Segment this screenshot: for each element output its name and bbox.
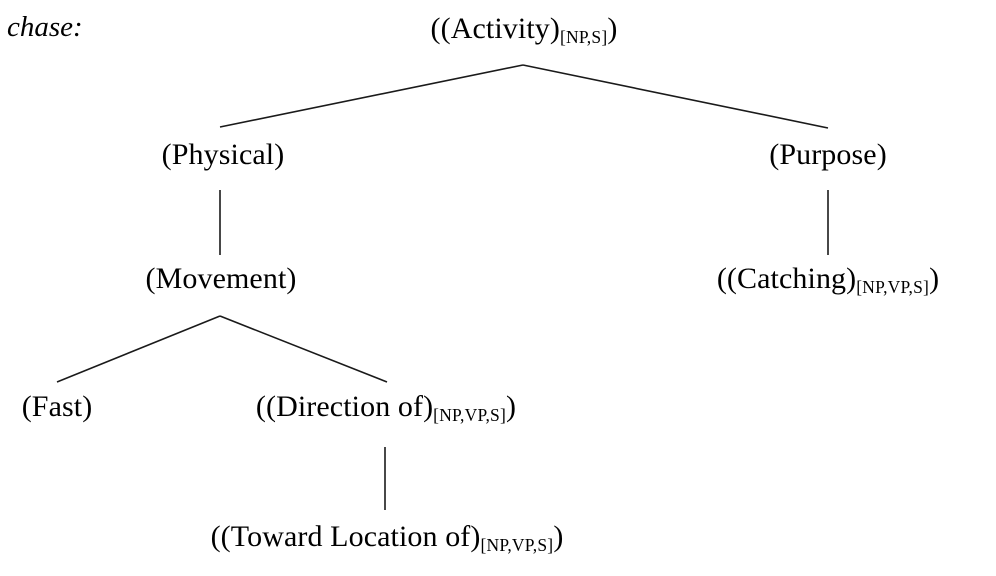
tree-edge-movement-fast [56,315,221,383]
node-close-paren-toward-location-of: ) [553,520,564,553]
node-subscript-toward-location-of: [NP,VP,S] [480,535,554,555]
node-open-paren-fast: ( [21,390,32,423]
node-open-paren-catching: (( [716,262,738,295]
node-label-catching: Catching [737,262,847,295]
tree-node-fast: (Fast) [22,392,93,422]
node-close-paren-direction-of: ) [505,390,517,423]
node-close-paren-fast: ) [82,390,93,423]
node-label-direction-of: Direction of [276,390,424,423]
tree-node-toward-location-of: ((Toward Location of)[NP,VP,S]) [210,520,564,555]
word-gloss-label: chase: [7,11,83,43]
tree-node-movement: (Movement) [146,264,297,294]
node-close-paren-activity: ) [607,12,618,45]
node-label-activity: Activity [450,12,550,45]
node-close-paren-catching: ) [929,262,940,295]
tree-node-purpose: (Purpose) [769,140,887,170]
node-open-paren-purpose: ( [769,138,780,171]
tree-edge-movement-direction [219,315,388,383]
node-open-paren-physical: ( [161,138,172,171]
node-inner-close-paren-toward-location-of: ) [470,520,481,553]
node-label-fast: Fast [31,390,83,423]
tree-node-activity: ((Activity)[NP,S]) [430,12,618,47]
tree-edge-activity-purpose [522,64,829,129]
node-open-paren-movement: ( [145,262,156,295]
node-subscript-activity: [NP,S] [559,27,608,47]
node-subscript-catching: [NP,VP,S] [856,277,930,297]
tree-node-direction-of: ((Direction of)[NP,VP,S]) [255,390,517,425]
node-open-paren-activity: (( [430,12,451,45]
node-close-paren-movement: ) [286,262,297,295]
node-label-toward-location-of: Toward Location of [230,520,471,553]
node-label-movement: Movement [155,262,287,295]
node-close-paren-purpose: ) [876,138,887,171]
node-close-paren-physical: ) [274,138,285,171]
node-open-paren-direction-of: (( [255,390,277,423]
node-inner-close-paren-activity: ) [549,12,560,45]
node-label-purpose: Purpose [779,138,877,171]
node-inner-close-paren-direction-of: ) [423,390,434,423]
node-label-physical: Physical [171,138,275,171]
tree-edge-activity-physical [219,64,524,128]
tree-node-catching: ((Catching)[NP,VP,S]) [716,262,940,297]
tree-node-physical: (Physical) [162,140,285,170]
node-subscript-direction-of: [NP,VP,S] [433,405,506,425]
node-inner-close-paren-catching: ) [846,262,857,295]
node-open-paren-toward-location-of: (( [210,520,231,553]
